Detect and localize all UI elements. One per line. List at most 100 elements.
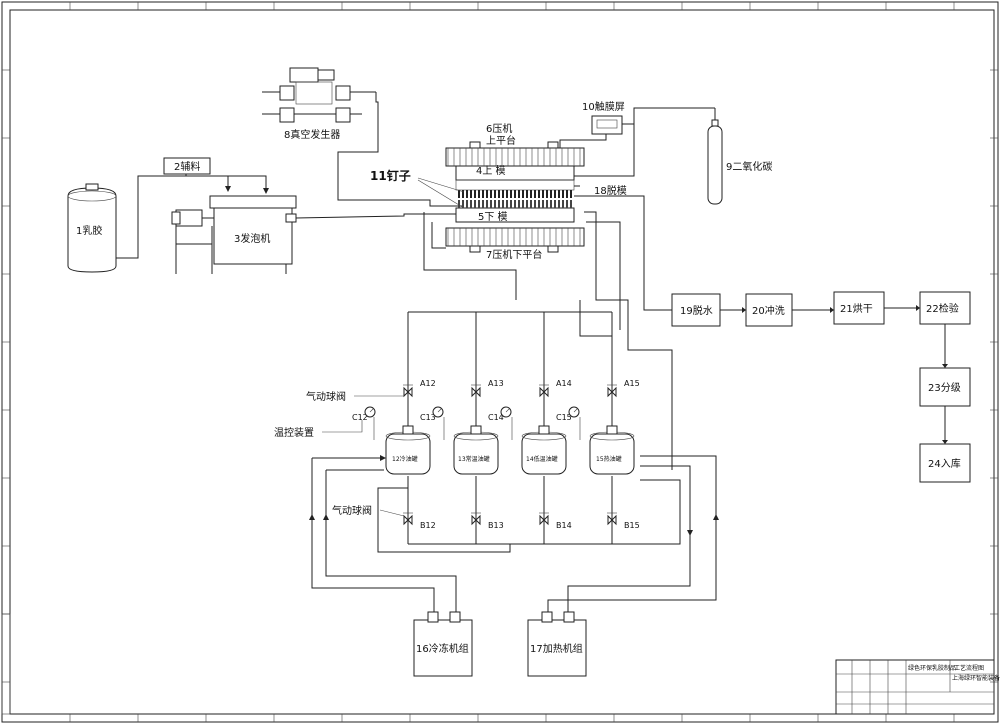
heater-label: 17加热机组	[530, 642, 583, 655]
nail-tooth	[546, 200, 548, 208]
nail-tooth	[534, 190, 536, 198]
heater-box	[527, 619, 587, 677]
nail-tooth	[458, 200, 460, 208]
press-upper-platform	[445, 147, 585, 167]
nail-tooth	[502, 190, 504, 198]
gauge-needle	[573, 408, 578, 413]
vacuum-generator: 8真空发生器	[262, 67, 376, 141]
lower-mold-label: 5下 模	[478, 211, 508, 223]
nail-tooth	[570, 190, 572, 198]
inspect-box	[919, 291, 971, 325]
nail-tooth	[482, 200, 484, 208]
title-block: 绿色环保乳胶制品 工艺流程图 上海绿环智能装备有限公司	[1, 613, 1000, 715]
nail-tooth	[550, 190, 552, 198]
pneumatic-valve-icon	[539, 514, 549, 526]
vacuum-label: 8真空发生器	[284, 128, 340, 141]
tank-12-label: 12冷油罐	[392, 455, 418, 463]
nail-tooth	[490, 200, 492, 208]
nail-tooth	[526, 200, 528, 208]
latex-tank: 1乳胶	[67, 183, 124, 273]
oil-tank-port	[606, 425, 618, 435]
storage-box	[919, 443, 971, 483]
nail-tooth	[498, 190, 500, 198]
pneumatic-valve-label-bottom: 气动球阀	[332, 504, 372, 517]
nail-tooth	[462, 200, 464, 208]
nail-tooth	[542, 200, 544, 208]
freezer-box	[413, 619, 473, 677]
nail-tooth	[478, 200, 480, 208]
gauge-needle	[505, 408, 510, 413]
valve-b14: B14	[556, 521, 572, 530]
nail-tooth	[546, 190, 548, 198]
nail-tooth	[506, 190, 508, 198]
nail-tooth	[558, 190, 560, 198]
sensor-c14: C14	[488, 413, 504, 422]
nail-tooth	[502, 200, 504, 208]
oil-tank-port	[402, 425, 414, 435]
nail-tooth	[470, 190, 472, 198]
grade-label: 23分级	[928, 382, 961, 394]
pneumatic-valve-icon	[539, 386, 549, 398]
lower-mold	[455, 207, 575, 223]
oil-tank-port	[538, 425, 550, 435]
nail-tooth	[474, 200, 476, 208]
pneumatic-valve-icon	[403, 386, 413, 398]
demold-label: 18脱模	[594, 184, 627, 197]
nail-tooth	[514, 200, 516, 208]
nail-tooth	[566, 190, 568, 198]
nail-tooth	[518, 200, 520, 208]
gauge-needle	[369, 408, 374, 413]
upper-mold-label: 4上 模	[476, 165, 506, 177]
valve-b13: B13	[488, 521, 504, 530]
rinse-label: 20冲洗	[752, 304, 785, 317]
latex-label: 1乳胶	[76, 224, 102, 237]
nail-tooth	[458, 190, 460, 198]
dewater-label: 19脱水	[680, 304, 713, 317]
nail-tooth	[542, 190, 544, 198]
pneumatic-valve-icon	[471, 514, 481, 526]
nail-tooth	[566, 200, 568, 208]
sensor-c15: C15	[556, 413, 572, 422]
nail-tooth	[494, 200, 496, 208]
dry-box	[833, 291, 885, 325]
gauge-needle	[437, 408, 442, 413]
press-lower-label: 7压机下平台	[486, 248, 542, 261]
co2-label: 9二氧化碳	[726, 160, 772, 173]
press-lower-platform	[445, 227, 585, 247]
title-product: 绿色环保乳胶制品	[908, 664, 956, 672]
nail-tooth	[466, 190, 468, 198]
nail-tooth	[518, 190, 520, 198]
nail-tooth	[510, 200, 512, 208]
valve-b15: B15	[624, 521, 640, 530]
nail-tooth	[506, 200, 508, 208]
press-upper-label-2: 上平台	[486, 134, 516, 147]
auxiliary-box	[163, 157, 211, 175]
valve-a13: A13	[488, 379, 504, 388]
valve-row-a	[403, 384, 617, 398]
press-upper-label: 6压机	[486, 122, 512, 135]
oil-tank-port	[470, 425, 482, 435]
dry-label: 21烘干	[840, 303, 873, 315]
nail-tooth	[554, 190, 556, 198]
inner-frame	[9, 9, 995, 715]
pneumatic-valve-icon	[471, 386, 481, 398]
auxiliary-label: 2辅料	[174, 160, 200, 173]
nail-tooth	[490, 190, 492, 198]
nail-array	[447, 148, 581, 246]
valve-a15: A15	[624, 379, 640, 388]
storage-label: 24入库	[928, 457, 961, 470]
nail-tooth	[486, 200, 488, 208]
tank-13-label: 13常温油罐	[458, 455, 490, 463]
pneumatic-valve-icon	[403, 514, 413, 526]
pneumatic-valve-label-top: 气动球阀	[306, 390, 346, 403]
oil-tanks	[385, 425, 635, 475]
valve-b12: B12	[420, 521, 436, 530]
valve-row-b	[403, 512, 617, 526]
sensor-c12: C12	[352, 413, 368, 422]
pneumatic-valve-icon	[607, 386, 617, 398]
nail-tooth	[478, 190, 480, 198]
nail-tooth	[558, 200, 560, 208]
